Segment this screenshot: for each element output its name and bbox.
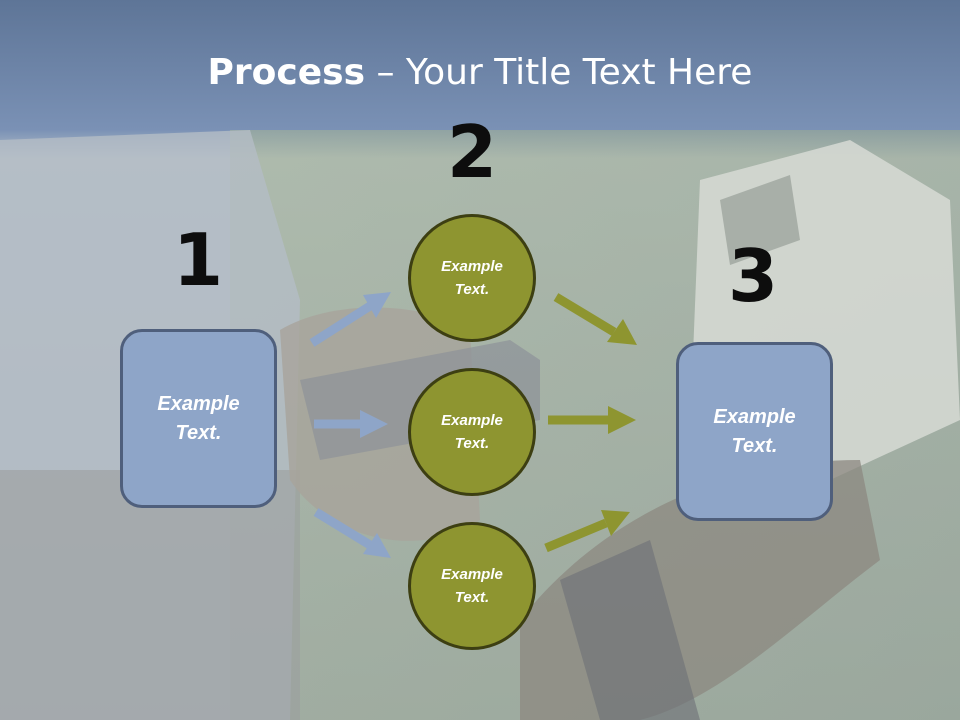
- step-number-2: 2: [446, 110, 498, 194]
- node-label: Example Text.: [441, 412, 503, 452]
- arrow-1-to-middle: [314, 410, 388, 438]
- step-2-node-middle: Example Text.: [408, 368, 536, 496]
- step-number-3: 3: [727, 234, 779, 318]
- arrow-1-to-top: [309, 292, 391, 347]
- title-rest: – Your Title Text Here: [365, 52, 753, 93]
- arrow-top-to-3: [553, 293, 637, 345]
- step-2-node-top: Example Text.: [408, 214, 536, 342]
- step-number-1: 1: [172, 218, 224, 302]
- node-label: Example Text.: [441, 258, 503, 298]
- step-1-box: Example Text.: [120, 329, 277, 508]
- slide-title: Process – Your Title Text Here: [0, 52, 960, 93]
- arrow-middle-to-3: [548, 406, 636, 434]
- step-1-label: Example Text.: [157, 392, 240, 444]
- arrow-bottom-to-3: [544, 510, 630, 553]
- step-3-box: Example Text.: [676, 342, 833, 521]
- step-3-label: Example Text.: [713, 405, 796, 457]
- arrow-1-to-bottom: [313, 508, 391, 558]
- step-2-node-bottom: Example Text.: [408, 522, 536, 650]
- node-label: Example Text.: [441, 566, 503, 606]
- title-bold: Process: [207, 52, 366, 93]
